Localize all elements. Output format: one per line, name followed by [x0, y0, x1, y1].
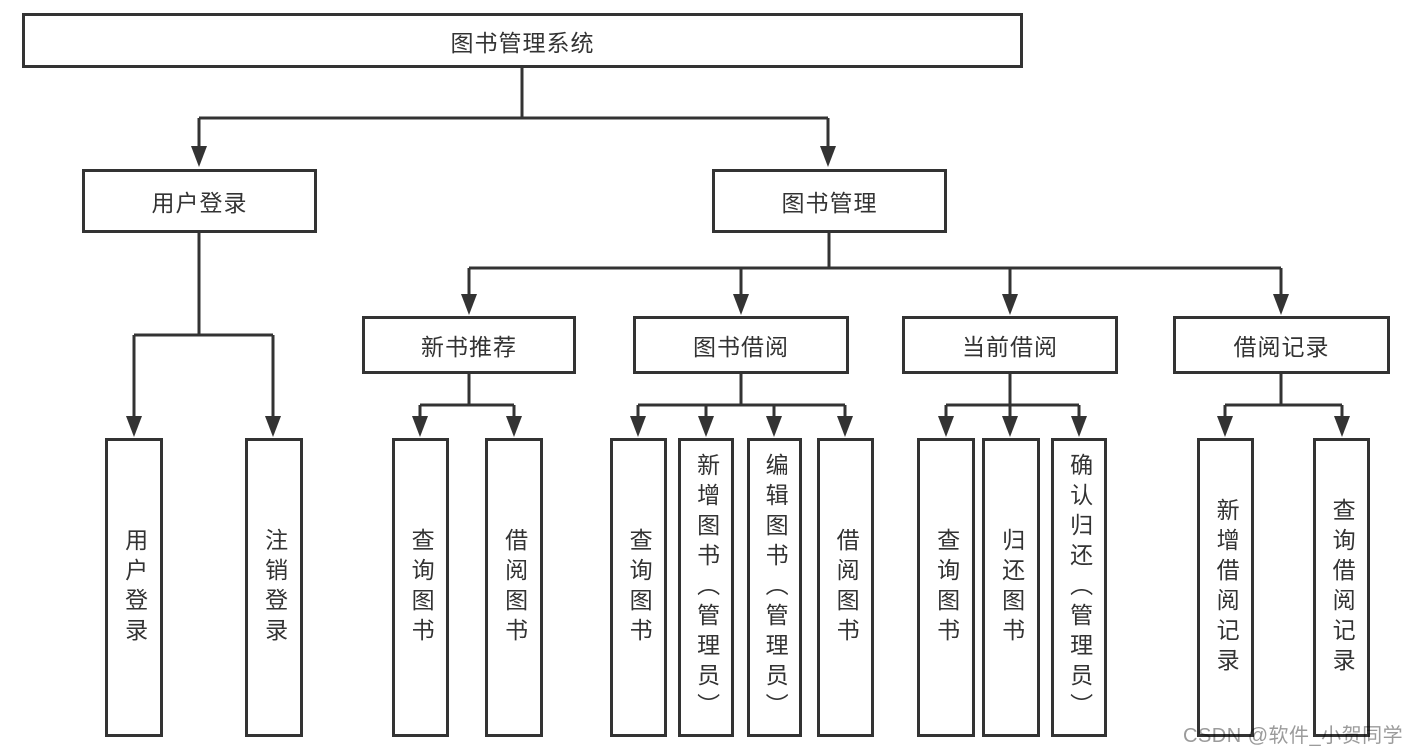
node-label: 注销登录	[261, 527, 288, 648]
node-label: 借阅图书	[501, 527, 528, 648]
connector-records-split	[1223, 374, 1344, 420]
arrowhead	[837, 416, 853, 437]
node-label: 图书借阅	[693, 334, 789, 360]
node-label: 用户登录	[121, 527, 148, 648]
node-query-borrow-record: 查询借阅记录	[1313, 438, 1370, 737]
arrowhead	[1002, 294, 1018, 315]
watermark-text: CSDN @软件_小贺同学	[1183, 725, 1404, 747]
arrowhead	[938, 416, 954, 437]
node-current-borrow: 当前借阅	[902, 316, 1118, 374]
node-label: 新增图书（管理员）	[693, 452, 720, 723]
node-book-borrow: 图书借阅	[633, 316, 849, 374]
arrowhead	[630, 416, 646, 437]
node-return-books: 归还图书	[982, 438, 1040, 737]
node-login: 用户登录	[105, 438, 163, 737]
node-borrow-records: 借阅记录	[1173, 316, 1390, 374]
node-borrow-books: 借阅图书	[817, 438, 874, 737]
arrowhead	[820, 146, 836, 167]
arrowhead	[1217, 416, 1233, 437]
node-label: 借阅记录	[1233, 334, 1330, 360]
node-label: 查询图书	[626, 527, 653, 648]
node-logout: 注销登录	[245, 438, 303, 737]
connector-userlogin-split	[132, 233, 275, 420]
node-edit-book-admin: 编辑图书（管理员）	[747, 438, 802, 737]
arrowhead	[766, 416, 782, 437]
arrowhead	[698, 416, 714, 437]
connector-current-split	[944, 374, 1081, 420]
arrowhead	[412, 416, 428, 437]
connector-borrow-split	[636, 374, 847, 420]
arrowhead	[126, 416, 142, 437]
node-book-management: 图书管理	[712, 169, 947, 233]
node-label: 用户登录	[151, 190, 248, 216]
arrowhead	[191, 146, 207, 167]
node-label: 查询图书	[408, 527, 435, 648]
node-label: 图书管理	[781, 190, 878, 216]
node-label: 图书管理系统	[450, 29, 595, 56]
node-add-borrow-record: 新增借阅记录	[1197, 438, 1254, 737]
node-label: 新增借阅记录	[1213, 497, 1240, 678]
node-query-books-current: 查询图书	[917, 438, 975, 737]
node-borrow-books-recommend: 借阅图书	[485, 438, 543, 737]
arrowhead	[1002, 416, 1018, 437]
node-label: 编辑图书（管理员）	[762, 452, 789, 723]
connector-root-split	[197, 68, 830, 152]
connector-bookmgmt-split	[467, 233, 1283, 298]
node-label: 借阅图书	[833, 527, 860, 648]
arrowhead	[506, 416, 522, 437]
node-label: 确认归还（管理员）	[1066, 452, 1093, 723]
node-library-system: 图书管理系统	[22, 13, 1023, 68]
node-label: 新书推荐	[421, 334, 517, 360]
node-confirm-return-admin: 确认归还（管理员）	[1051, 438, 1107, 737]
arrowhead	[1071, 416, 1087, 437]
node-query-books-recommend: 查询图书	[392, 438, 449, 737]
arrowhead	[1334, 416, 1350, 437]
node-label: 查询图书	[933, 527, 960, 648]
node-label: 当前借阅	[962, 334, 1058, 360]
node-new-book-recommend: 新书推荐	[362, 316, 576, 374]
node-add-book-admin: 新增图书（管理员）	[678, 438, 734, 737]
arrowhead	[265, 416, 281, 437]
connector-recommend-split	[418, 374, 516, 420]
node-query-books-borrow: 查询图书	[610, 438, 667, 737]
node-label: 查询借阅记录	[1329, 497, 1356, 678]
arrowhead	[733, 294, 749, 315]
node-user-login: 用户登录	[82, 169, 317, 233]
arrowhead	[1273, 294, 1289, 315]
node-label: 归还图书	[998, 527, 1025, 648]
arrowhead	[461, 294, 477, 315]
